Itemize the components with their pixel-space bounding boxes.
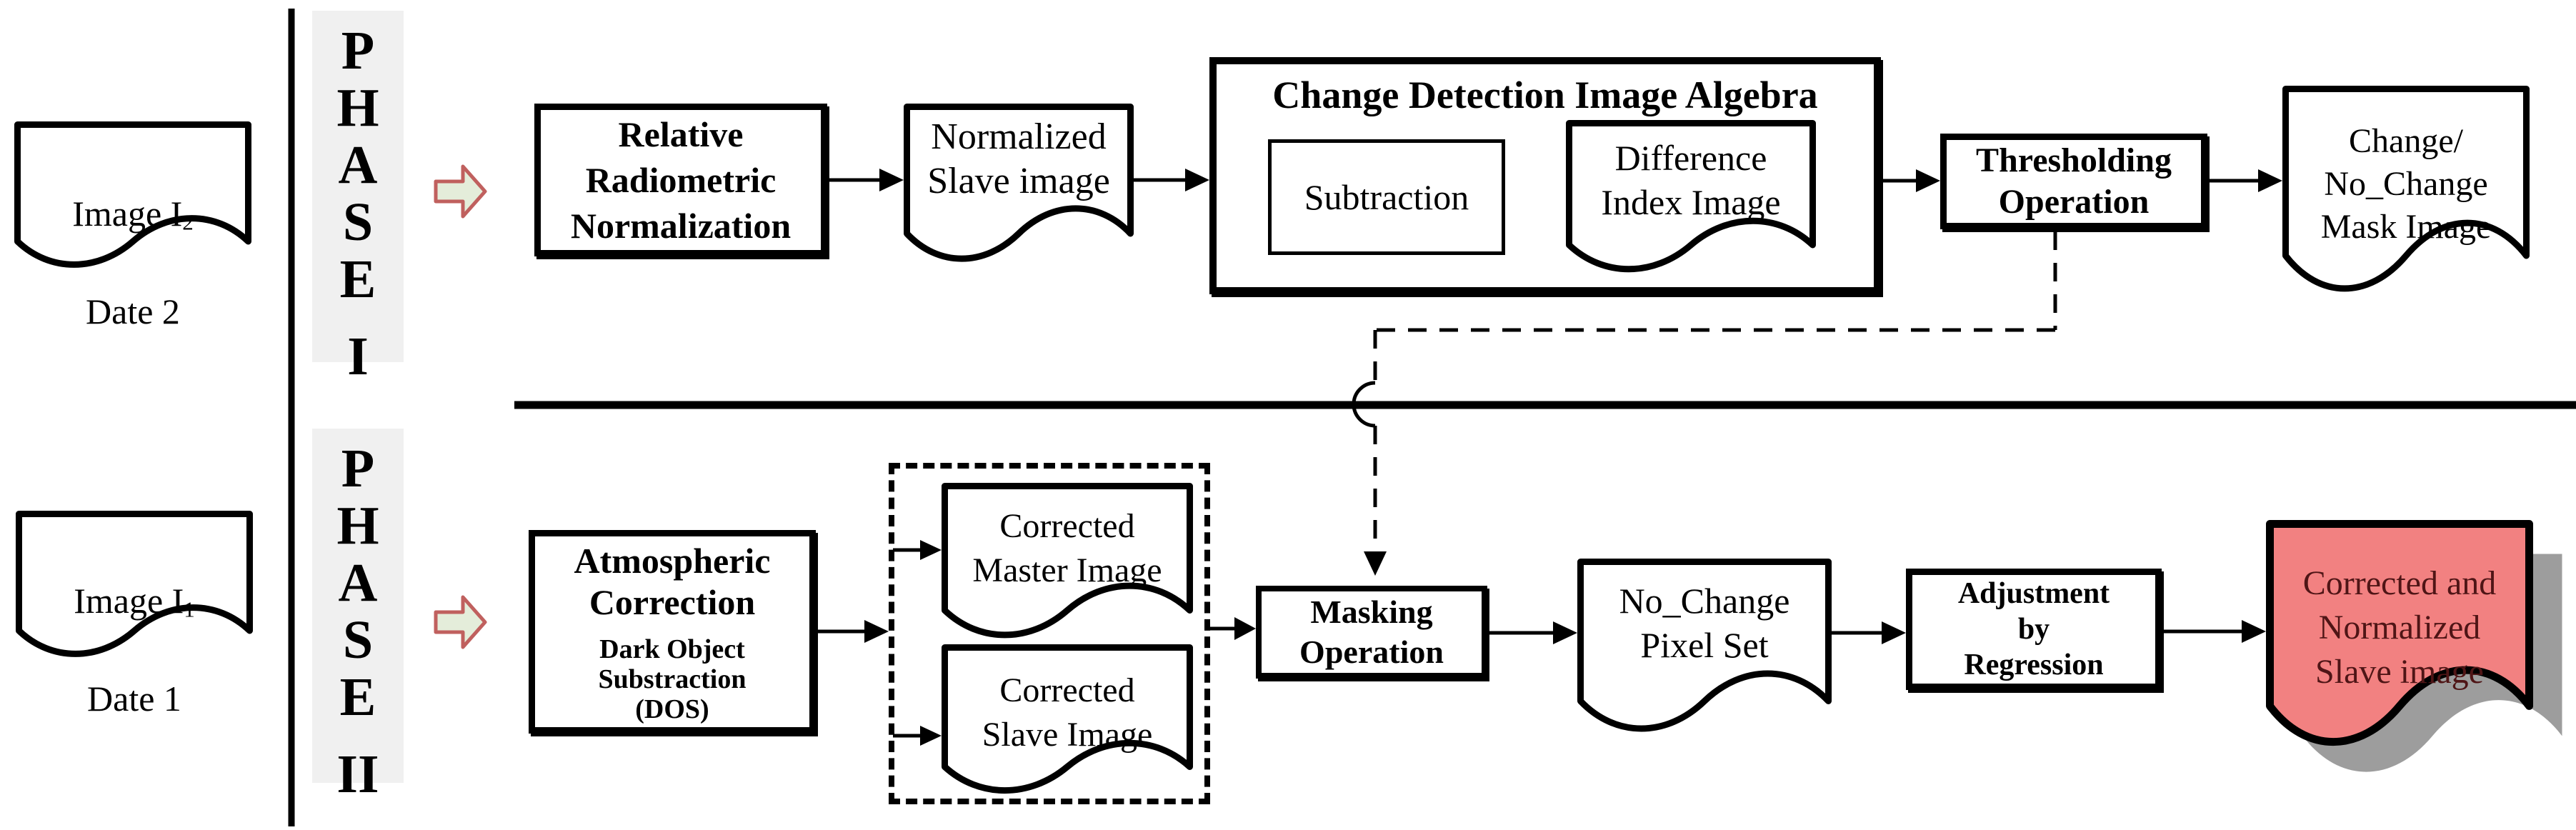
arrow-adjustment-to-output xyxy=(2162,620,2266,643)
thresholding-operation-box: Thresholding Operation xyxy=(1940,134,2207,229)
arrow-relative-to-normalized xyxy=(827,169,904,191)
corrected-master-image-label: Corrected Master Image xyxy=(972,507,1162,589)
relative-radiometric-normalization-box: Relative Radiometric Normalization xyxy=(534,104,827,256)
change-detection-image-algebra-title: Change Detection Image Algebra xyxy=(1272,74,1818,116)
phase-1-letter: S xyxy=(342,192,374,252)
dark-object-substraction-label: Dark Object Substraction (DOS) xyxy=(598,634,747,724)
masking-operation-label: Masking Operation xyxy=(1299,594,1444,670)
line-jump-arc xyxy=(1352,381,1376,428)
atmospheric-correction-title: Atmospheric Correction xyxy=(574,540,771,622)
phase-1-numeral: I xyxy=(347,326,369,386)
corrected-master-image-document: Corrected Master Image xyxy=(942,483,1193,665)
relative-radiometric-normalization-label: Relative Radiometric Normalization xyxy=(570,114,792,246)
arrow-masking-to-nochange xyxy=(1487,621,1577,644)
phase-1-label: P H A S E I xyxy=(312,11,404,385)
phase-2-label: P H A S E II xyxy=(312,429,404,803)
phase-2-letter: E xyxy=(339,667,376,727)
phase-2-numeral: II xyxy=(336,744,379,804)
phase-2-letter: A xyxy=(338,553,378,613)
no-change-pixel-set-document: No_Change Pixel Set xyxy=(1577,559,1832,762)
corrected-normalized-output-document: Corrected and Normalized Slave image xyxy=(2266,520,2562,786)
change-no-change-mask-document: Change/ No_Change Mask Image xyxy=(2282,86,2530,329)
arrow-thresholding-to-mask xyxy=(2207,169,2282,192)
input-image1-document: Image I1 Date 1 xyxy=(16,511,253,719)
arrow-container-to-thresholding xyxy=(1881,169,1940,192)
arrow-dashed-container-to-masking xyxy=(1210,617,1256,640)
phase-2-letter: H xyxy=(336,496,379,556)
phase-2-letter: S xyxy=(342,610,374,670)
corrected-slave-image-label: Corrected Slave Image xyxy=(982,671,1153,754)
input-image2-name: Image I2 xyxy=(72,194,194,235)
phase-1-letter: P xyxy=(341,21,375,81)
input-image2-date: Date 2 xyxy=(86,291,180,331)
no-change-pixel-set-label: No_Change Pixel Set xyxy=(1619,581,1790,665)
phase-1-letter: H xyxy=(336,78,379,138)
thresholding-operation-label: Thresholding Operation xyxy=(1976,141,2172,221)
normalized-slave-image-document: Normalized Slave image xyxy=(904,104,1134,289)
arrow-atmospheric-to-dashed-container xyxy=(816,620,889,643)
normalized-slave-image-label: Normalized Slave image xyxy=(927,116,1110,201)
phase-1-flow-arrow-icon xyxy=(432,162,488,224)
phase-2-flow-arrow-icon xyxy=(432,593,488,655)
adjustment-by-regression-box: Adjustment by Regression xyxy=(1906,569,2162,690)
phase-1-letter: E xyxy=(339,249,376,309)
subtraction-box: Subtraction xyxy=(1268,139,1505,255)
input-image2-document: Image I2 Date 2 xyxy=(14,121,251,331)
difference-index-image-document: Difference Index Image xyxy=(1566,120,1816,299)
corrected-images-dashed-container xyxy=(889,463,1210,804)
corrected-normalized-output-label: Corrected and Normalized Slave image xyxy=(2302,564,2497,691)
phase-1-letter: A xyxy=(338,135,378,195)
corrected-slave-image-document: Corrected Slave Image xyxy=(942,644,1193,819)
arrow-nochange-to-adjustment xyxy=(1832,621,1906,644)
adjustment-by-regression-label: Adjustment by Regression xyxy=(1957,577,2110,681)
difference-index-image-label: Difference Index Image xyxy=(1601,138,1781,222)
phase-2-letter: P xyxy=(341,439,375,499)
subtraction-label: Subtraction xyxy=(1304,177,1469,217)
masking-operation-box: Masking Operation xyxy=(1256,586,1487,679)
arrow-normalized-to-container xyxy=(1134,169,1209,191)
input-image1-date: Date 1 xyxy=(87,678,181,719)
input-image1-name: Image I1 xyxy=(74,581,195,622)
atmospheric-correction-box: Atmospheric Correction Dark Object Subst… xyxy=(529,530,816,734)
change-no-change-mask-label: Change/ No_Change Mask Image xyxy=(2320,122,2492,246)
